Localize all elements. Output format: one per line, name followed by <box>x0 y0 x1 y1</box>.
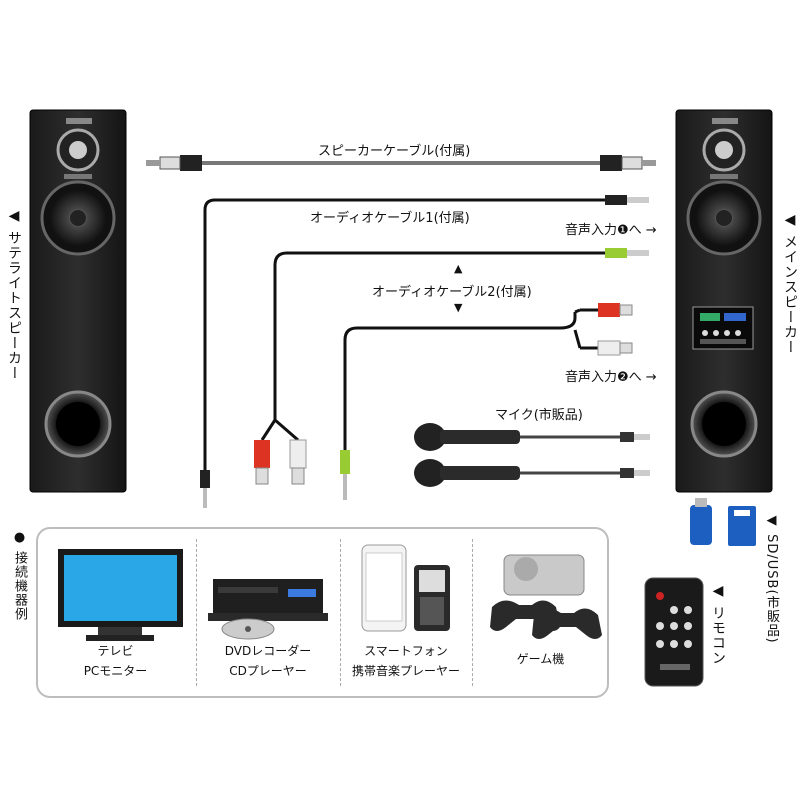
connected-devices-label: ● 接続機器例 <box>12 530 27 622</box>
mic-label: マイク(市販品) <box>495 408 583 423</box>
device-dvd-line1: DVDレコーダー <box>224 644 312 658</box>
device-tv-line1: テレビ <box>97 644 134 658</box>
device-smartphone-line1: スマートフォン <box>364 644 448 658</box>
remote-control <box>644 577 704 687</box>
sd-usb-label: ◀ SD/USB(市販品) <box>764 513 779 644</box>
device-dvd-line2: CDプレーヤー <box>229 664 307 678</box>
main-speaker-label: ◀ メインスピーカー <box>782 212 798 355</box>
devices-panel: テレビ PCモニター DVDレコーダー CDプレーヤー スマートフ <box>36 527 609 698</box>
audio-cable-1 <box>200 195 649 508</box>
arrow-up-icon: ▲ <box>454 262 463 275</box>
main-speaker <box>675 109 773 493</box>
device-game: ゲーム機 <box>474 529 607 696</box>
satellite-speaker-label: ◀ サテライトスピーカー <box>6 208 22 381</box>
microphones <box>414 423 650 487</box>
device-smartphone: スマートフォン 携帯音楽プレーヤー <box>342 529 470 696</box>
device-game-line1: ゲーム機 <box>516 652 565 666</box>
device-tv: テレビ PCモニター <box>38 529 193 696</box>
audio-input-2-label: 音声入力❷へ → <box>565 370 657 385</box>
divider <box>340 539 341 686</box>
audio-cable-2 <box>340 303 633 500</box>
audio-cable-green <box>254 248 649 485</box>
device-dvd: DVDレコーダー CDプレーヤー <box>198 529 338 696</box>
usb-sd-icons <box>690 498 756 546</box>
audio-cable-1-label: オーディオケーブル1(付属) <box>310 211 470 226</box>
tv-icon <box>58 549 183 641</box>
device-tv-line2: PCモニター <box>83 664 148 678</box>
device-smartphone-line2: 携帯音楽プレーヤー <box>351 664 460 678</box>
game-console-icon <box>490 554 602 639</box>
speaker-cable-label: スピーカーケーブル(付属) <box>318 144 471 159</box>
divider <box>472 539 473 686</box>
remote-label: ◀ リモコン <box>710 583 726 666</box>
smartphone-icon <box>361 544 450 632</box>
satellite-speaker <box>29 109 127 493</box>
arrow-down-icon: ▼ <box>454 301 463 314</box>
speaker-cable <box>146 155 656 171</box>
divider <box>196 539 197 686</box>
audio-cable-2-label: オーディオケーブル2(付属) <box>372 285 532 300</box>
audio-input-1-label: 音声入力❶へ → <box>565 223 657 238</box>
dvd-player-icon <box>208 579 328 640</box>
